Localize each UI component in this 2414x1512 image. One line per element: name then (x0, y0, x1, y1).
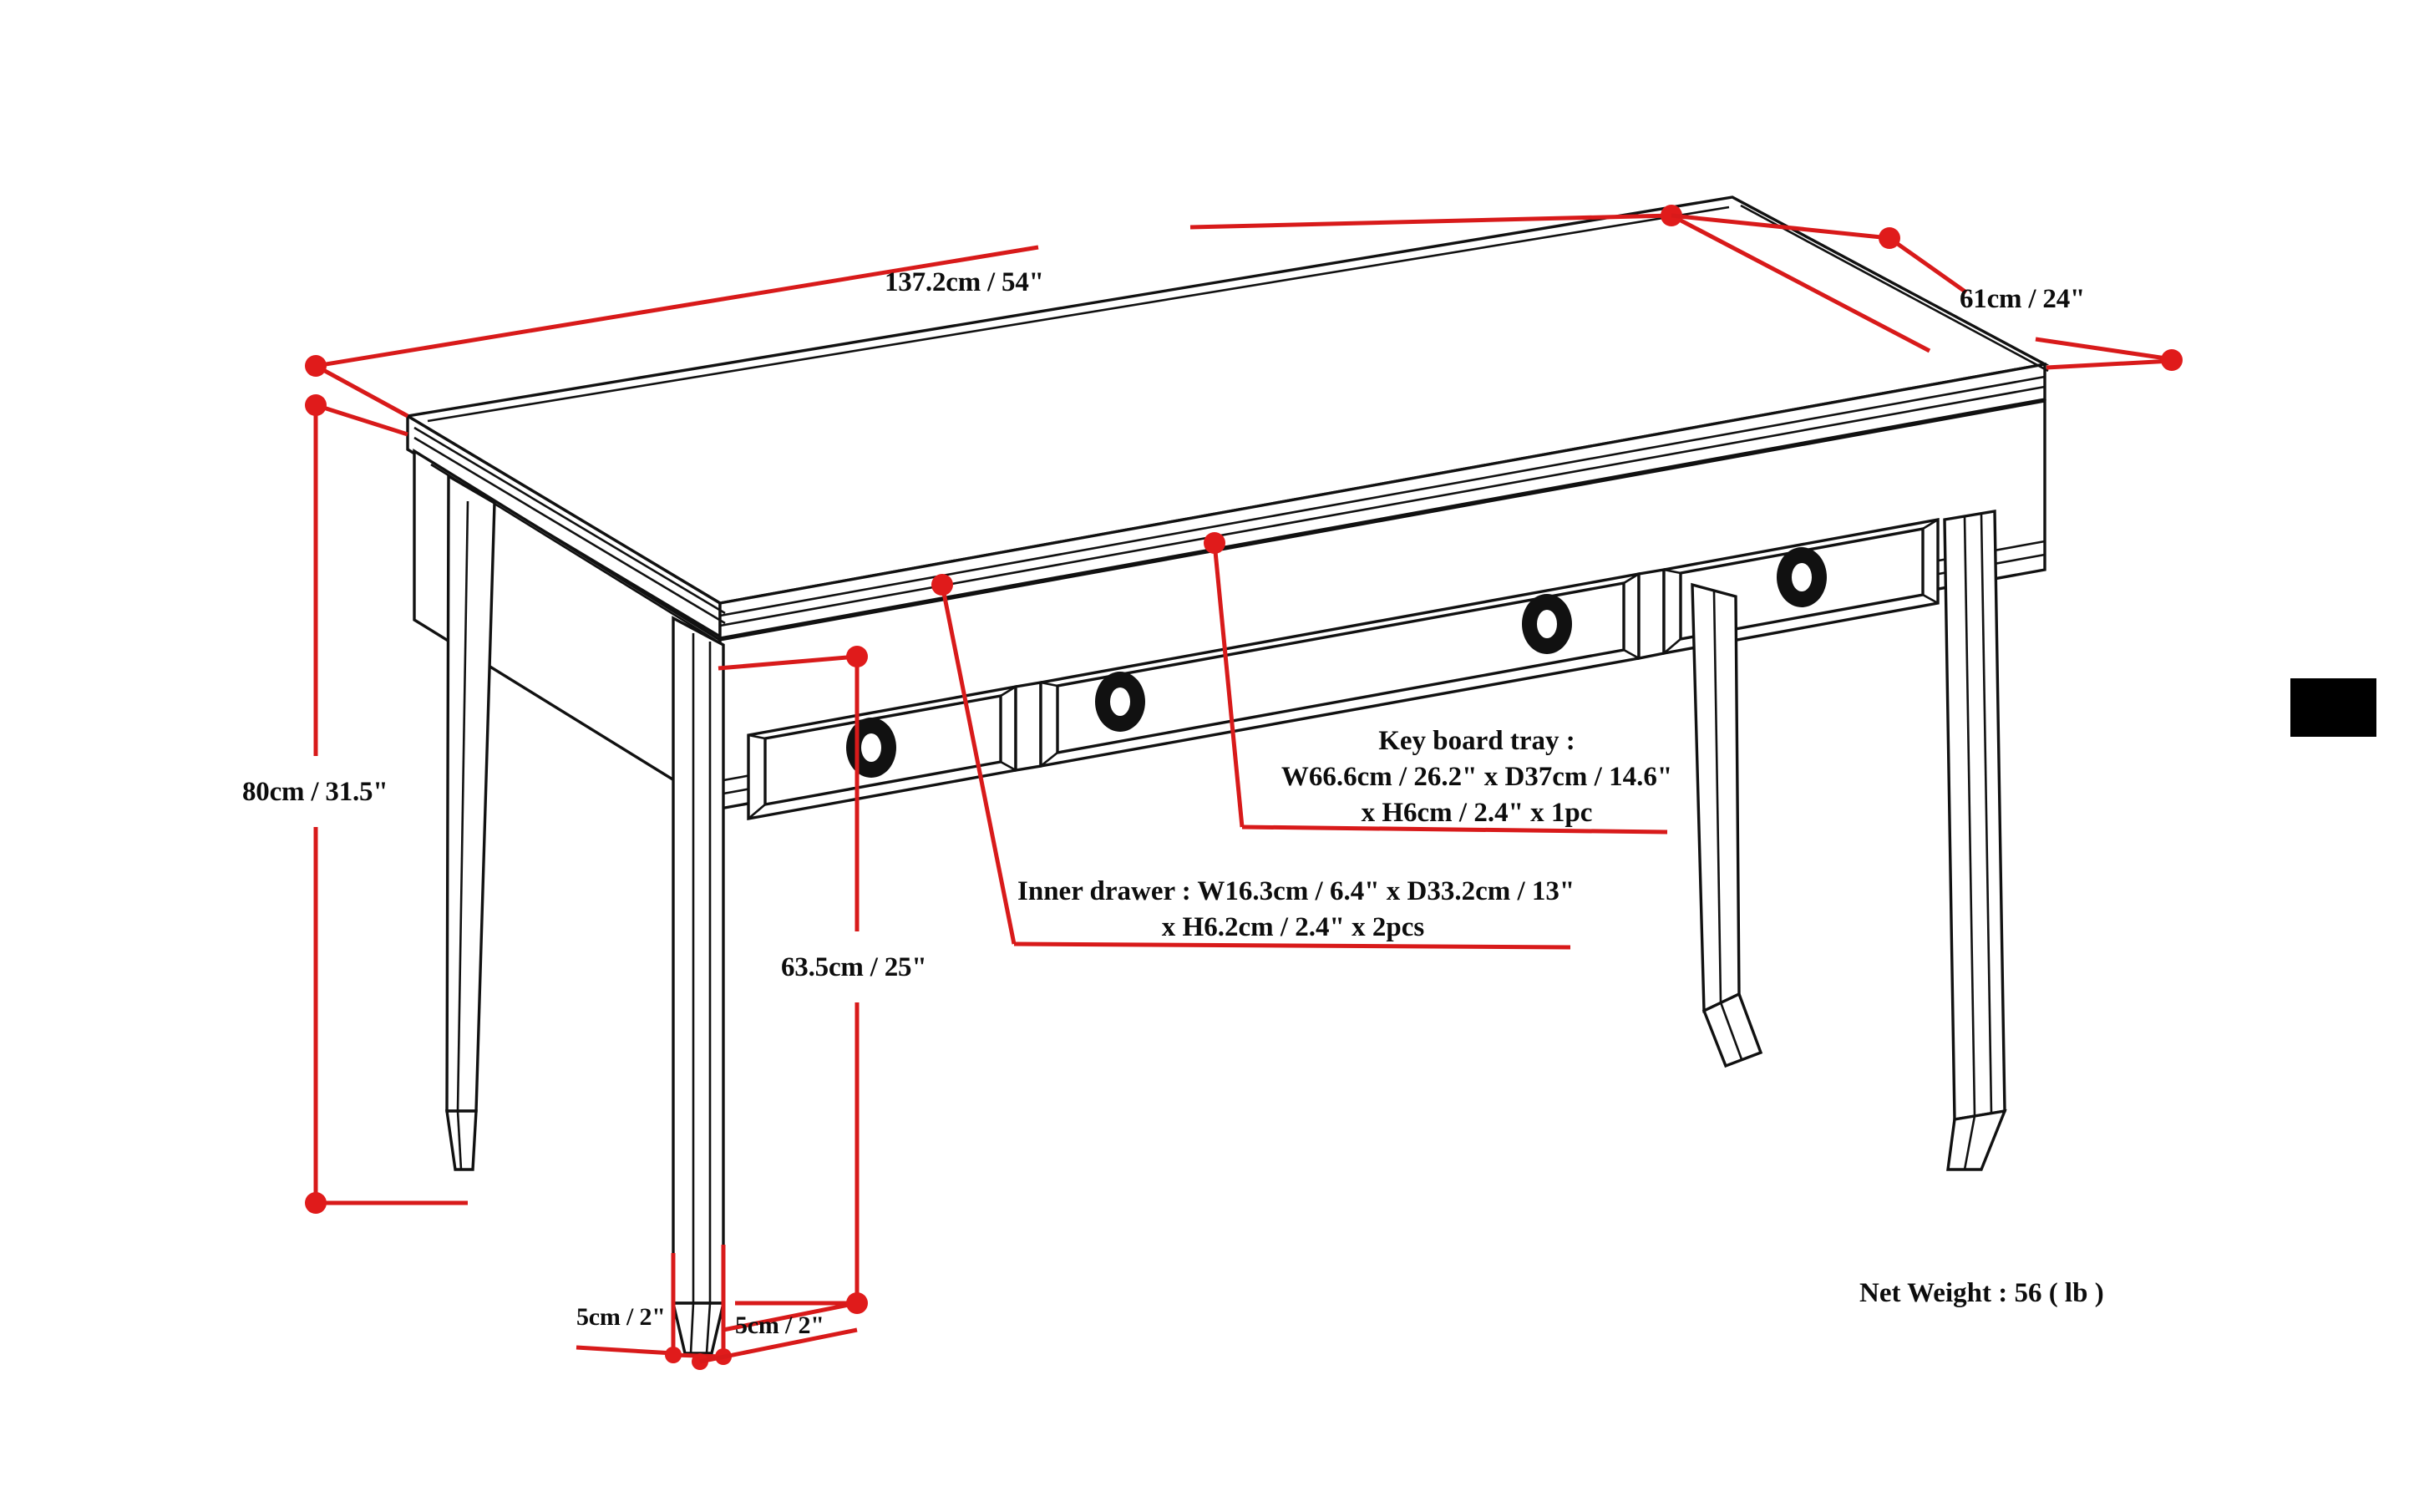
leg-front-right (1943, 509, 2007, 1171)
note-inner-drawer-line2: x H6.2cm / 2.4" x 2pcs (1161, 911, 1425, 942)
dimension-label-depth: 61cm / 24" (1960, 284, 2086, 314)
dimension-depth (1671, 213, 2183, 371)
leg-back-right (1691, 582, 1763, 1068)
dimension-annotations (305, 205, 2183, 1370)
note-keyboard-tray: Key board tray : W66.6cm / 26.2" x D37cm… (1268, 723, 1686, 831)
note-keyboard-tray-line3: x H6cm / 2.4" x 1pc (1361, 797, 1593, 828)
note-keyboard-tray-line1: Key board tray : (1378, 726, 1575, 756)
net-weight-label: Net Weight : 56 ( lb ) (1859, 1278, 2104, 1308)
dimension-leg-front (576, 1245, 732, 1370)
desk-illustration (403, 195, 2050, 1355)
desk-top-surface (403, 195, 2050, 641)
leader-keyboard-tray (1204, 532, 1668, 835)
drawer-knob-left (846, 718, 896, 778)
leg-front-left (671, 616, 726, 1355)
dimension-label-height: 80cm / 31.5" (242, 777, 388, 807)
note-inner-drawer: Inner drawer : W16.3cm / 6.4" x D33.2cm … (1017, 874, 1575, 946)
dimension-label-width: 137.2cm / 54" (885, 267, 1044, 297)
drawer-divider-right (1637, 567, 1666, 661)
drawer-knob-center (1095, 672, 1145, 732)
dimension-height (305, 394, 468, 1214)
dimension-width (305, 205, 1931, 419)
note-inner-drawer-line1: Inner drawer : W16.3cm / 6.4" x D33.2cm … (1017, 876, 1575, 906)
drawer-knob-right (1522, 594, 1572, 654)
dimension-label-clearance: 63.5cm / 25" (781, 952, 927, 982)
dimension-clearance (718, 646, 868, 1306)
dimension-leg-side (699, 1292, 868, 1364)
leader-inner-drawer (931, 574, 1571, 950)
drawer-knob-far-right (1777, 547, 1827, 607)
dimension-label-leg-side: 5cm / 2" (735, 1312, 824, 1339)
black-swatch-mark (2290, 678, 2376, 737)
leg-back-left (445, 474, 496, 1171)
drawer-divider-left (1014, 680, 1042, 773)
note-keyboard-tray-line2: W66.6cm / 26.2" x D37cm / 14.6" (1281, 761, 1673, 792)
dimension-label-leg-front: 5cm / 2" (576, 1303, 666, 1331)
